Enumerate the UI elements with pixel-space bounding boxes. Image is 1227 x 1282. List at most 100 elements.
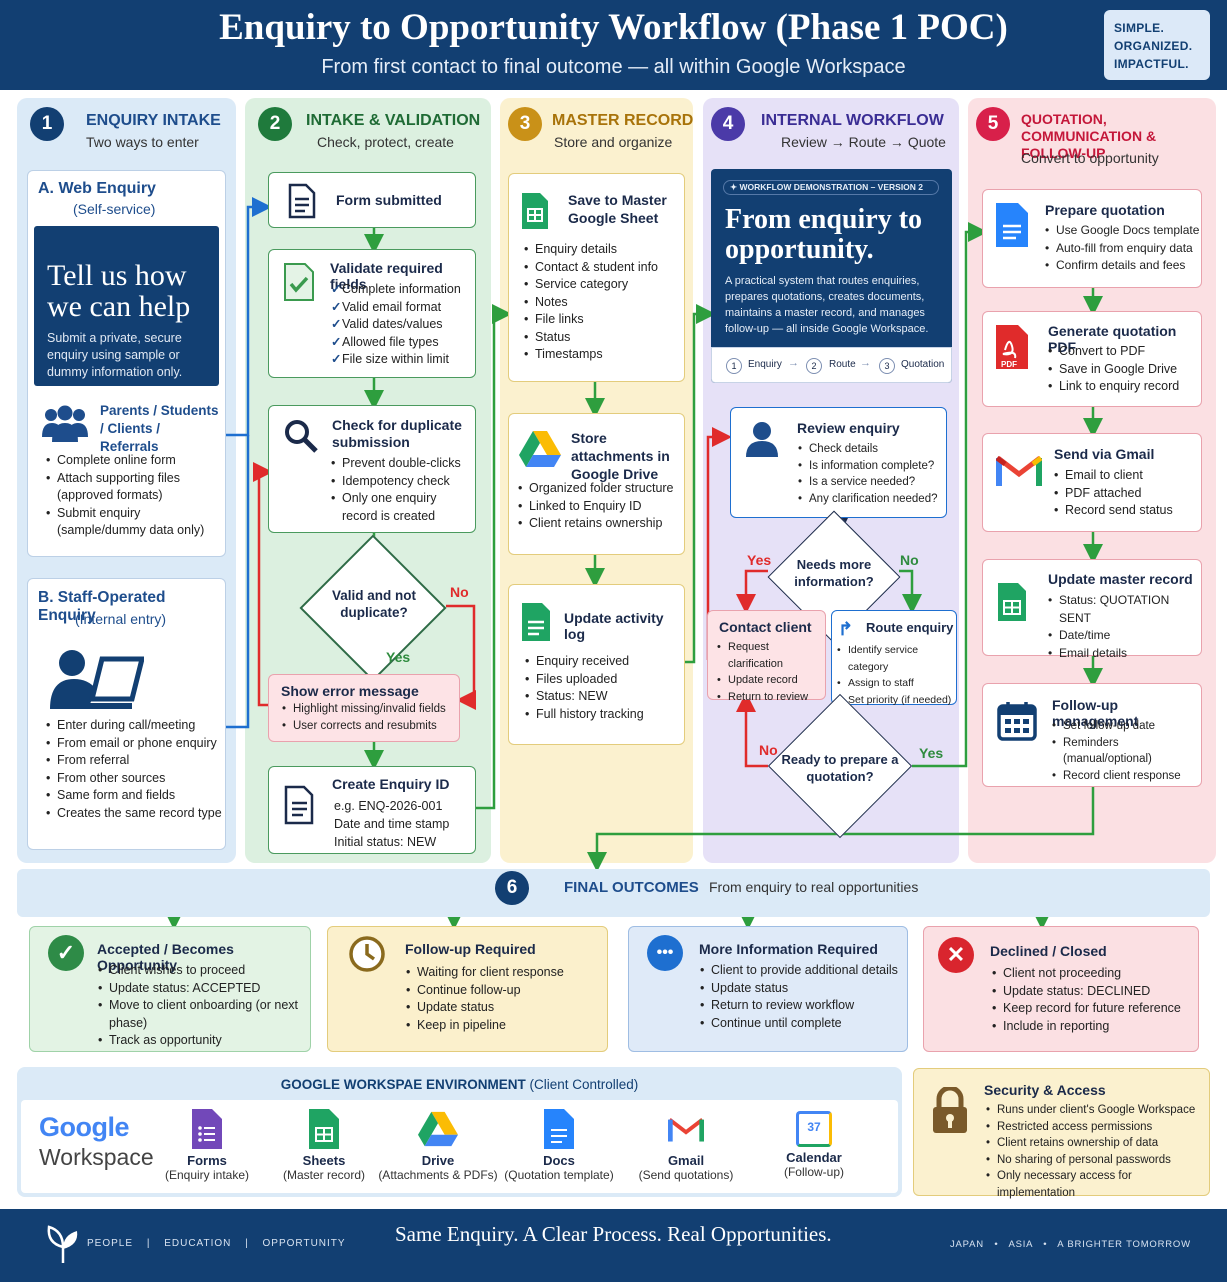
list-item: Status: QUOTATION SENT <box>1047 592 1201 627</box>
duplicate-list: Prevent double-clicks Idempotency check … <box>330 455 475 525</box>
column-subtitle: Two ways to enter <box>86 134 199 150</box>
google-drive-icon <box>418 1111 458 1147</box>
footer-left-item: PEOPLE <box>87 1238 134 1249</box>
workspace-logo: Workspace <box>39 1144 154 1170</box>
footer-left-item: OPPORTUNITY <box>262 1238 346 1249</box>
column-title: ENQUIRY INTAKE <box>86 112 221 129</box>
app-desc: (Follow-up) <box>783 1165 844 1179</box>
outcomes-subtitle: From enquiry to real opportunities <box>709 879 919 895</box>
list-item: Complete online form <box>45 452 223 470</box>
list-item: Continue follow-up <box>405 982 605 1000</box>
list-item: Status: NEW <box>524 688 684 706</box>
step-circle: 2 <box>806 358 822 374</box>
column-title: MASTER RECORD <box>552 112 694 129</box>
app-calendar: 37 Calendar (Follow-up) <box>764 1108 864 1179</box>
list-item: Waiting for client response <box>405 964 605 982</box>
web-enquiry-title: A. Web Enquiry <box>38 180 156 197</box>
column-title: INTERNAL WORKFLOW <box>761 112 944 129</box>
google-docs-icon <box>544 1109 574 1149</box>
step-number: 6 <box>495 871 529 905</box>
card-list: Use Google Docs template Auto-fill from … <box>1044 222 1200 275</box>
master-sheet-title: Save to Master Google Sheet <box>568 192 667 226</box>
web-enquiry-sub: (Self-service) <box>73 201 156 217</box>
card-list: Email to client PDF attached Record send… <box>1053 467 1199 520</box>
page-title: Enquiry to Opportunity Workflow (Phase 1… <box>219 7 1008 48</box>
tagline-line: IMPACTFUL. <box>1114 57 1189 71</box>
security-title: Security & Access <box>984 1082 1106 1098</box>
arrow-right-icon: → <box>860 357 871 369</box>
tagline-line: SIMPLE. <box>1114 21 1165 35</box>
drive-title: Store attachments in Google Drive <box>571 430 670 482</box>
activity-log-title: Update activity log <box>564 610 664 642</box>
list-item: Date/time <box>1047 627 1201 645</box>
check-circle-icon: ✓ <box>48 935 84 971</box>
checklist-doc-icon <box>283 262 315 302</box>
outcomes-header-band <box>17 869 1210 917</box>
clock-icon <box>348 935 386 973</box>
list-item: Update status <box>405 999 605 1017</box>
page-subtitle: From first contact to final outcome — al… <box>321 56 906 78</box>
google-calendar-icon: 37 <box>796 1111 832 1147</box>
list-item: Keep record for future reference <box>991 1000 1196 1018</box>
list-item: Highlight missing/invalid fields <box>281 701 459 718</box>
review-list: Check details Is information complete? I… <box>797 441 945 507</box>
list-item: Only one enquiry record is created <box>330 490 475 525</box>
app-name: Forms <box>187 1153 227 1168</box>
list-item: Record send status <box>1053 502 1199 520</box>
card-list: Status: QUOTATION SENT Date/time Email d… <box>1047 592 1201 662</box>
list-item: Auto-fill from enquiry data <box>1044 240 1200 258</box>
list-item: Timestamps <box>523 346 683 364</box>
banner-text: Submit a private, secure enquiry using s… <box>47 331 183 379</box>
people-icon <box>40 405 90 443</box>
list-item: Is a service needed? <box>797 474 945 491</box>
column-subtitle: Check, protect, create <box>317 134 454 150</box>
workspace-environment-panel: GOOGLE WORKSPAE ENVIRONMENT (Client Cont… <box>17 1067 902 1197</box>
google-drive-icon <box>519 430 561 468</box>
list-item: Any clarification needed? <box>797 491 945 508</box>
update-master-card: Update master record Status: QUOTATION S… <box>982 559 1202 662</box>
list-item: Request clarification <box>716 639 826 672</box>
list-item: Client to provide additional details <box>699 962 905 980</box>
step-circle: 1 <box>726 358 742 374</box>
workspace-title: GOOGLE WORKSPAE ENVIRONMENT <box>280 1077 526 1092</box>
list-item: Only necessary access for implementation <box>985 1168 1207 1201</box>
footer-right: JAPAN • ASIA • A BRIGHTER TOMORROW <box>950 1239 1191 1250</box>
yes-label: Yes <box>747 552 772 568</box>
no-label: No <box>759 742 778 758</box>
web-audience: Parents / Students / Clients / Referrals <box>100 403 219 454</box>
list-item: Update status: DECLINED <box>991 983 1196 1001</box>
demo-title: From enquiry to opportunity. <box>725 204 923 265</box>
google-logo: Google <box>39 1112 130 1142</box>
sheets-icon <box>997 582 1027 622</box>
contact-list: Request clarification Update record Retu… <box>716 639 826 705</box>
card-title: Prepare quotation <box>1045 202 1165 218</box>
tagline-badge: SIMPLE. ORGANIZED. IMPACTFUL. <box>1104 10 1210 80</box>
google-docs-icon <box>995 202 1029 248</box>
banner-title: Tell us how we can help <box>47 259 191 323</box>
demo-tag: ✦ WORKFLOW DEMONSTRATION – VERSION 2 <box>723 180 939 195</box>
footer-bar: PEOPLE | EDUCATION | OPPORTUNITY Same En… <box>0 1209 1227 1282</box>
list-item: Continue until complete <box>699 1015 905 1033</box>
route-list: Identify service category Assign to staf… <box>836 642 958 708</box>
create-id-line: e.g. ENQ-2026-001 <box>334 799 443 813</box>
workspace-title-note: (Client Controlled) <box>529 1077 639 1092</box>
list-item: Move to client onboarding (or next phase… <box>97 997 307 1032</box>
list-item: Reminders (manual/optional) <box>1051 735 1203 768</box>
list-item: Enquiry received <box>524 653 684 671</box>
list-item: Allowed file types <box>330 334 475 352</box>
list-item: File size within limit <box>330 351 475 369</box>
search-icon <box>283 418 319 454</box>
create-id-line: Date and time stamp <box>334 817 450 831</box>
demo-banner: ✦ WORKFLOW DEMONSTRATION – VERSION 2 Fro… <box>711 169 952 383</box>
decision-more-info-text: Needs more information? <box>794 557 874 589</box>
activity-log-list: Enquiry received Files uploaded Status: … <box>524 653 684 723</box>
footer-right-item: A BRIGHTER TOMORROW <box>1057 1239 1191 1250</box>
web-banner: Tell us how we can help Submit a private… <box>34 226 219 386</box>
validate-list: Complete information Valid email format … <box>330 281 475 369</box>
create-id-title: Create Enquiry ID <box>332 776 450 792</box>
card-title: Update master record <box>1048 571 1193 587</box>
duplicate-title: Check for duplicate submission <box>332 417 462 450</box>
outcome-list: Waiting for client response Continue fol… <box>405 964 605 1034</box>
master-sheet-list: Enquiry details Contact & student info S… <box>523 241 683 364</box>
tagline-line: ORGANIZED. <box>1114 39 1193 53</box>
